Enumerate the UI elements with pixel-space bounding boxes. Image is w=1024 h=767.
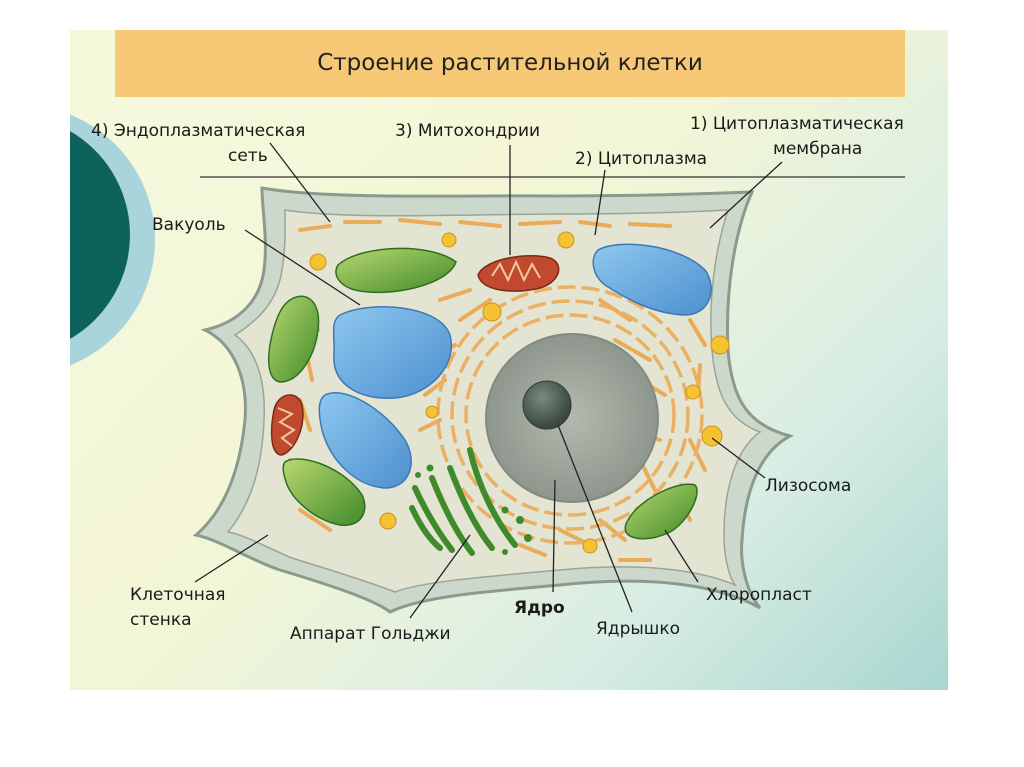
label-golgi: Аппарат Гольджи [290, 624, 451, 644]
leader-lysosome [711, 437, 766, 479]
leader-cytoplasm [594, 169, 606, 236]
golgi-vesicles [415, 464, 532, 555]
label-chloroplast: Хлоропласт [706, 585, 812, 605]
chloroplast-right [624, 483, 698, 540]
label-mitochondria: 3) Митохондрии [395, 121, 541, 141]
golgi-apparatus [409, 447, 518, 556]
label-cell-wall-line2: стенка [130, 610, 192, 630]
lysosomes [309, 231, 730, 554]
leader-vacuole [244, 229, 361, 306]
label-lysosome: Лизосома [765, 476, 852, 496]
mitochondrion-top [477, 255, 560, 292]
leader-chloroplast [664, 529, 699, 583]
chloroplast-left [267, 295, 320, 383]
label-er-line1: 4) Эндоплазматическая [91, 121, 306, 141]
leader-membrane [709, 161, 783, 229]
decor-circle-inner [70, 131, 130, 339]
label-cytoplasm: 2) Цитоплазма [575, 149, 708, 169]
label-nucleolus: Ядрышко [596, 619, 681, 639]
mitochondria [270, 255, 560, 456]
label-membrane-line1: 1) Цитоплазматическая [690, 114, 904, 134]
chloroplasts [267, 247, 698, 540]
decorative-circles [70, 114, 155, 366]
slide-title: Строение растительной клетки [317, 50, 703, 76]
leader-lines [194, 142, 783, 619]
vacuole-right [592, 243, 712, 316]
leader-cell-wall [194, 534, 269, 583]
vacuole-lower [318, 392, 412, 489]
chloroplast-bottom-left [282, 458, 366, 527]
nucleolus [522, 380, 572, 430]
label-vacuole: Вакуоль [152, 215, 226, 235]
leader-nucleolus [557, 424, 633, 613]
title-bar [115, 30, 905, 97]
label-cell-wall-line1: Клеточная [130, 585, 226, 605]
chloroplast-top [335, 247, 457, 294]
nuclear-er-rings [436, 285, 704, 545]
leader-er [269, 142, 331, 223]
label-er-line2: сеть [228, 146, 268, 166]
label-nucleus: Ядро [514, 598, 565, 618]
nucleus [485, 333, 659, 503]
vacuole-main [332, 306, 453, 399]
label-membrane-line2: мембрана [773, 139, 863, 159]
leader-golgi [409, 534, 471, 619]
leader-nucleus [552, 479, 556, 593]
